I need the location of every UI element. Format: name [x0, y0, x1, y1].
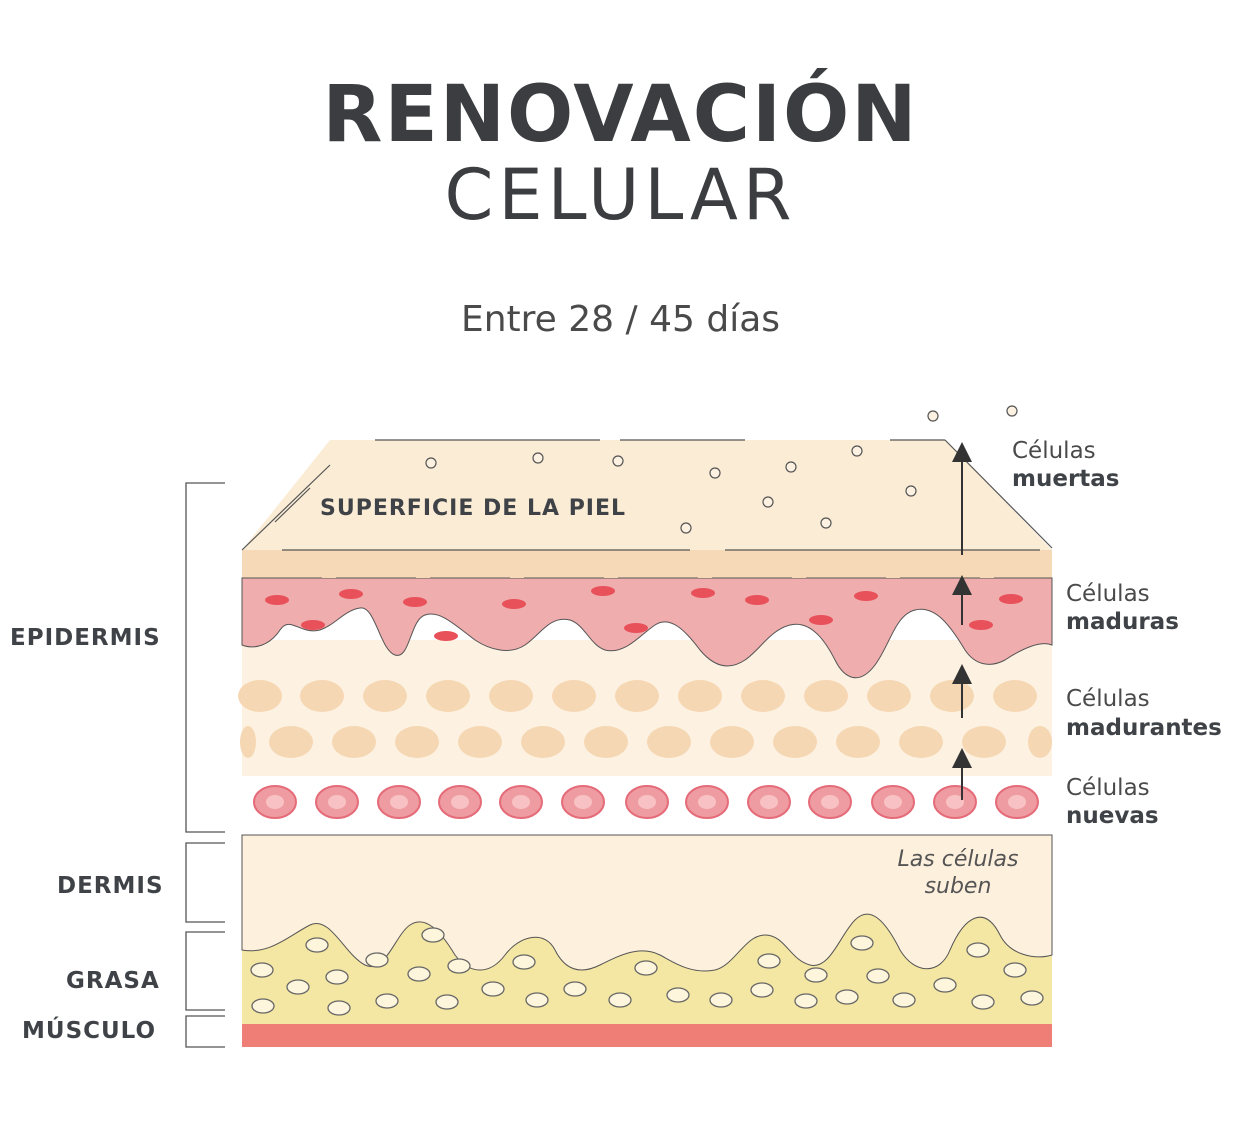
mature-cell — [265, 595, 289, 605]
dead-cell — [927, 410, 939, 422]
mature-cell — [809, 615, 833, 625]
label-madurantes-bottom: madurantes — [1066, 715, 1222, 741]
dead-cells — [425, 405, 1018, 534]
label-musculo: MÚSCULO — [22, 1016, 156, 1044]
label-epidermis: EPIDERMIS — [10, 625, 161, 651]
title-line-1: RENOVACIÓN — [322, 70, 919, 160]
dead-cell — [532, 452, 544, 464]
subtitle-duration: Entre 28 / 45 días — [460, 299, 781, 340]
mature-cell — [434, 631, 458, 641]
dead-cell — [762, 496, 774, 508]
layer-brackets — [185, 482, 225, 1048]
label-dermis: DERMIS — [57, 873, 164, 899]
label-grasa: GRASA — [66, 968, 160, 994]
label-madurantes-top: Células — [1066, 686, 1150, 712]
maturing-cells — [238, 680, 1052, 758]
dead-cell — [851, 445, 863, 457]
label-maduras-top: Células — [1066, 581, 1150, 607]
label-muertas-bottom: muertas — [1012, 466, 1120, 492]
mature-cell — [854, 591, 878, 601]
mature-cell — [301, 620, 325, 630]
mature-cell — [502, 599, 526, 609]
mature-cell — [969, 620, 993, 630]
bracket-dermis — [185, 842, 225, 923]
surface-band — [242, 550, 1052, 578]
dead-cell — [820, 517, 832, 529]
fat-cells — [250, 927, 1044, 1016]
label-nuevas-top: Células — [1066, 775, 1150, 801]
label-surface: SUPERFICIE DE LA PIEL — [320, 496, 626, 521]
bracket-musculo — [185, 1015, 225, 1048]
bracket-epidermis — [185, 482, 225, 833]
muscle-layer — [242, 1024, 1052, 1047]
label-maduras-bottom: maduras — [1066, 609, 1179, 635]
dead-cell — [425, 457, 437, 469]
rise-note-line-2: suben — [925, 874, 992, 899]
mature-cell — [999, 594, 1023, 604]
mature-cell — [624, 623, 648, 633]
label-nuevas-bottom: nuevas — [1066, 803, 1159, 829]
bracket-grasa — [185, 931, 225, 1011]
skin-surface — [242, 440, 1052, 550]
dead-cell — [905, 485, 917, 497]
dermis-layer — [241, 834, 1053, 972]
dead-cell — [785, 461, 797, 473]
dead-cell — [1006, 405, 1018, 417]
rise-note-line-1: Las células — [898, 847, 1019, 872]
label-muertas-top: Células — [1012, 438, 1096, 464]
mature-cell — [745, 595, 769, 605]
new-cells — [253, 785, 1039, 819]
mature-cell — [339, 589, 363, 599]
mature-cell — [591, 586, 615, 596]
title-line-2: CELULAR — [444, 154, 797, 236]
mature-cell — [403, 597, 427, 607]
dead-cell — [612, 455, 624, 467]
dead-cell — [709, 467, 721, 479]
mature-cell — [691, 588, 715, 598]
dead-cell — [680, 522, 692, 534]
mature-cells — [265, 586, 1023, 641]
